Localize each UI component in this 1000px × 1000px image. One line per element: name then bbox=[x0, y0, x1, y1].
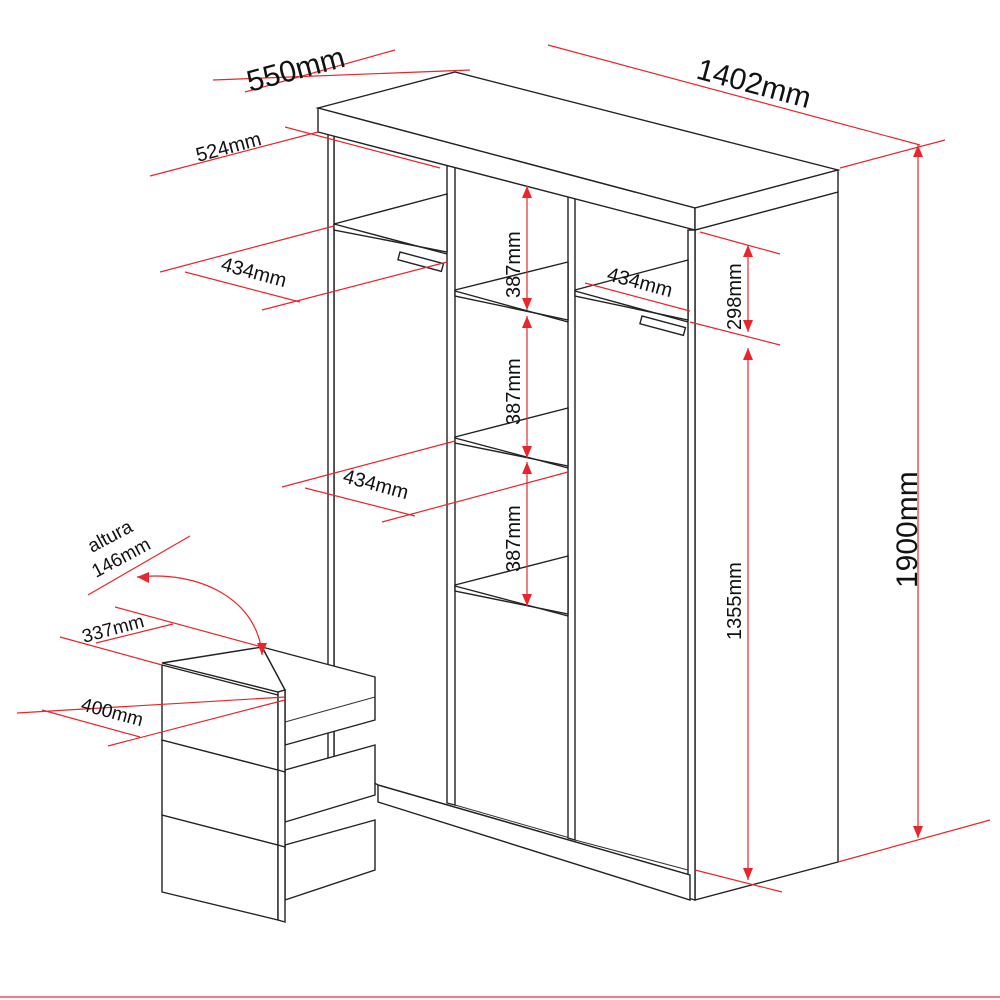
right-front-edge bbox=[687, 229, 696, 901]
arrowheads bbox=[137, 145, 923, 880]
label-drawer-width: 337mm bbox=[80, 611, 147, 648]
dim-400-ext2 bbox=[107, 699, 286, 747]
dim-337-ext bbox=[114, 606, 263, 648]
dim-400 bbox=[41, 709, 141, 738]
label-hanging-height: 1355mm bbox=[724, 562, 746, 640]
dim-1402-ext bbox=[839, 139, 946, 169]
right-top-shelf bbox=[574, 259, 689, 321]
drawer-3-edge bbox=[277, 844, 286, 923]
dim-524 bbox=[149, 131, 319, 177]
label-gap-3: 387mm bbox=[503, 505, 525, 572]
label-gap-2: 387mm bbox=[503, 358, 525, 425]
bottom-inner-edge-right bbox=[574, 839, 689, 871]
dim-550 bbox=[244, 49, 396, 93]
left-top-shelf bbox=[333, 193, 448, 253]
label-gap-1: 387mm bbox=[503, 231, 525, 298]
label-depth-total: 550mm bbox=[243, 41, 348, 99]
left-shelf-front bbox=[333, 223, 448, 255]
dim-337 bbox=[95, 623, 174, 644]
hanging-rail-right bbox=[639, 315, 687, 337]
dim-400-ext bbox=[16, 696, 286, 714]
right-shelf-front bbox=[574, 290, 689, 323]
bottom-inner-edge bbox=[454, 804, 571, 839]
dim-146-base bbox=[87, 535, 191, 596]
dim-1402 bbox=[547, 44, 921, 146]
top-slab-side bbox=[694, 169, 839, 231]
label-inner-depth: 524mm bbox=[194, 128, 264, 167]
dim-550-ext bbox=[212, 69, 471, 81]
dimension-lines bbox=[16, 44, 991, 893]
dim-434-left-ext bbox=[159, 225, 335, 273]
dim-434-left bbox=[184, 271, 301, 303]
middle-shelf-1-front bbox=[454, 290, 569, 323]
right-divider bbox=[567, 194, 576, 841]
label-drawer-depth: 400mm bbox=[79, 695, 146, 732]
dim-434-mid-ext2 bbox=[381, 471, 569, 523]
dim-337-ext2 bbox=[59, 636, 163, 666]
dim-434-mid bbox=[304, 487, 416, 517]
wardrobe-body bbox=[315, 71, 841, 901]
dim-434-mid-ext bbox=[281, 440, 456, 488]
middle-shelf-2-front bbox=[454, 437, 569, 469]
hanging-rail-left bbox=[397, 251, 445, 273]
label-height-total: 1900mm bbox=[891, 471, 924, 588]
middle-shelf-1 bbox=[454, 261, 569, 321]
bottom-plinth bbox=[377, 784, 691, 901]
dim-298-ext2 bbox=[689, 321, 781, 346]
right-side-panel bbox=[694, 191, 839, 901]
middle-shelf-3 bbox=[454, 555, 569, 615]
dim-146-arc bbox=[136, 575, 263, 656]
dim-1900-ext bbox=[837, 819, 991, 863]
left-divider bbox=[446, 159, 456, 806]
drawer-1-rail bbox=[284, 696, 376, 723]
drawer-1-edge bbox=[277, 689, 286, 773]
dim-298-ext bbox=[699, 231, 781, 255]
drawer-2-edge bbox=[277, 769, 286, 848]
dim-1355-ext bbox=[694, 869, 783, 893]
label-top-compartment: 298mm bbox=[724, 263, 746, 330]
dim-434-left-ext2 bbox=[261, 261, 448, 311]
middle-shelf-3-front bbox=[454, 585, 569, 617]
label-left-shelf: 434mm bbox=[219, 254, 289, 293]
drawer-3-side bbox=[284, 819, 376, 901]
dim-434-right bbox=[584, 282, 691, 312]
drawers bbox=[161, 645, 376, 923]
label-width-total: 1402mm bbox=[693, 53, 814, 115]
dim-524-ext bbox=[284, 126, 441, 169]
